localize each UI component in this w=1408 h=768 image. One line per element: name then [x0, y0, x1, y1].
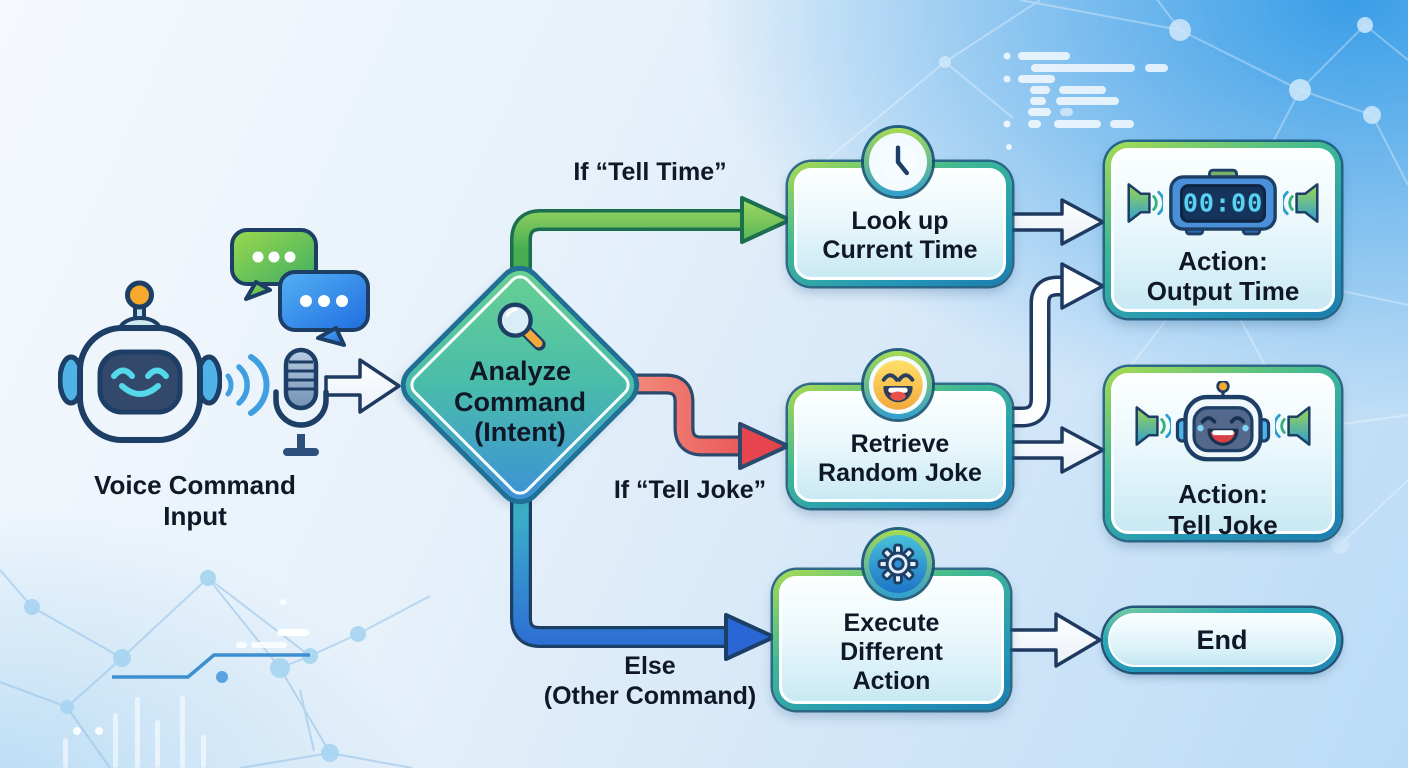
decision-label: Analyze Command (Intent): [453, 356, 586, 447]
arrow-execute-to-end: [998, 612, 1102, 668]
input-label: Voice Command Input: [94, 470, 296, 531]
bar-chart-decoration: [63, 629, 309, 768]
action-box-output-time: 00:00 Action: Output Time: [1105, 142, 1341, 318]
arrow-lookup-to-output: [998, 198, 1105, 246]
branch-label-tell-joke: If “Tell Joke”: [613, 476, 767, 504]
step-line-decoration: [73, 599, 310, 735]
chat-bubbles-icon: [228, 226, 373, 351]
step-label-lookup-time: Look up Current Time: [822, 207, 978, 264]
digital-clock-icon: 00:00: [1167, 168, 1279, 238]
digital-clock-display: 00:00: [1183, 189, 1263, 218]
step-box-lookup-time: Look up Current Time: [788, 162, 1012, 286]
speaker-icon: [1123, 177, 1163, 229]
branch-label-else: Else (Other Command): [543, 652, 757, 710]
arrow-else: [510, 480, 776, 661]
tell-joke-icon-row: [1131, 381, 1315, 471]
network-bottom-left: [0, 569, 431, 768]
end-label: End: [1108, 613, 1336, 667]
action-box-tell-joke: Action: Tell Joke: [1105, 367, 1341, 540]
step-label-retrieve-joke: Retrieve Random Joke: [818, 429, 982, 487]
action-label-output-time: Action: Output Time: [1146, 245, 1300, 306]
speaker-icon: [1275, 400, 1315, 452]
laughing-emoji-icon: [864, 351, 932, 419]
step-box-retrieve-joke: Retrieve Random Joke: [788, 385, 1012, 508]
speaker-icon: [1131, 400, 1171, 452]
magnifier-icon: [491, 296, 549, 354]
branch-label-tell-time: If “Tell Time”: [573, 158, 727, 186]
clock-icon: [864, 128, 932, 196]
robot-icon: [58, 278, 222, 458]
arrow-tell-time: [510, 196, 792, 300]
sound-waves-icon: [220, 338, 272, 430]
arrow-joke-to-telljoke: [998, 426, 1105, 474]
laughing-robot-icon: [1175, 381, 1271, 471]
microphone-icon: [270, 346, 332, 462]
end-node: End: [1103, 608, 1341, 672]
action-label-tell-joke: Action: Tell Joke: [1168, 479, 1278, 540]
arrow-input-to-decision: [324, 358, 401, 414]
gear-icon: [864, 530, 932, 598]
step-label-execute-other: Execute Different Action: [840, 608, 943, 695]
arrow-joke-to-output: [1000, 262, 1105, 428]
speaker-icon: [1283, 177, 1323, 229]
decision-content: Analyze Command (Intent): [420, 296, 620, 448]
output-time-icon-row: 00:00: [1123, 168, 1323, 238]
arrow-tell-joke: [612, 373, 790, 470]
code-lines-decoration: [1003, 52, 1168, 150]
